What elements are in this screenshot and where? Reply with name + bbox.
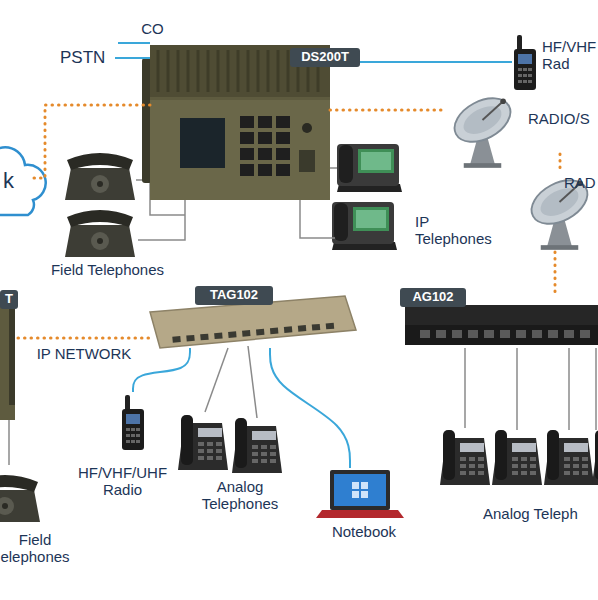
device-label: T — [0, 290, 18, 309]
analog-telephone-icon — [544, 430, 594, 485]
laptop-art — [316, 470, 404, 518]
analog-telephone-icon — [178, 415, 228, 470]
connector-line — [133, 348, 190, 392]
connector-line — [464, 348, 466, 428]
field-telephone-icon — [0, 475, 40, 522]
ip-telephone-icon — [332, 202, 397, 250]
caption-text: RAD — [564, 174, 598, 191]
connector-line — [8, 420, 10, 465]
switch-device: DS200T — [150, 45, 330, 200]
radio-device: HF/VHF/UHF Radio — [60, 392, 185, 514]
phone-group: Analog Telephones — [170, 412, 300, 517]
caption-text: Field Telephones — [40, 261, 175, 278]
gateway-device: TAG102 — [150, 290, 355, 348]
dish-icon — [447, 89, 518, 167]
satellite-dish: RAD — [520, 172, 598, 252]
phone-wire — [517, 348, 596, 430]
caption-text: HF/VHF Rad — [542, 38, 598, 73]
connector-line — [34, 105, 150, 178]
phone-group: Field Telephones — [40, 148, 175, 283]
ip-telephone-icon — [337, 144, 402, 192]
network-cloud: k — [0, 150, 34, 215]
radio-icon — [514, 35, 536, 90]
phone-group: Analog Teleph — [438, 428, 598, 533]
ds200t-device-art — [142, 45, 330, 200]
analog-telephone-icon — [492, 430, 542, 485]
radio-device: HF/VHF Rad — [512, 32, 598, 94]
switch-device: T — [0, 290, 18, 420]
network-label: PSTN — [60, 48, 115, 70]
connector-line — [175, 200, 185, 240]
device-label: TAG102 — [195, 286, 273, 305]
connector-label: IP NETWORK — [37, 345, 132, 362]
left-device-art — [0, 298, 15, 420]
phone-group: IP Telephones — [335, 138, 510, 253]
connector-line — [559, 154, 562, 172]
device-label: AG102 — [400, 288, 466, 307]
connector-line — [554, 252, 557, 292]
ag102-device-art — [405, 305, 598, 345]
analog-telephone-icon — [440, 430, 490, 485]
wire-group — [118, 43, 596, 430]
caption-text: IP Telephones — [415, 213, 500, 248]
phone-group: Field elephones — [0, 465, 70, 570]
field-telephone-icon — [65, 210, 135, 257]
radio-icon — [122, 395, 144, 450]
caption-text: Analog Telephones — [185, 478, 295, 513]
caption-text: HF/VHF/UHF Radio — [60, 464, 185, 499]
trunk-line — [118, 42, 150, 44]
connector-line — [270, 348, 350, 468]
caption-text: k — [3, 168, 31, 193]
caption-text: Field elephones — [0, 531, 70, 566]
analog-telephone-icon — [232, 418, 282, 473]
caption-text: RADIO/S — [528, 110, 598, 127]
caption-text: Notebook — [318, 523, 410, 540]
caption-text: Analog Teleph — [483, 505, 598, 522]
connector-line — [300, 200, 335, 238]
connector-line — [205, 348, 228, 412]
phone-wire — [248, 346, 257, 418]
satellite-dish: RADIO/S — [445, 92, 598, 154]
connector-line — [115, 57, 150, 59]
field-telephone-icon — [65, 153, 135, 200]
device-label: DS200T — [290, 48, 360, 67]
gateway-device: AG102 — [405, 292, 598, 348]
notebook-computer: Notebook — [318, 468, 410, 546]
connector-label: CO — [141, 20, 164, 37]
connector-line — [18, 337, 150, 340]
analog-telephone-icon — [592, 430, 598, 485]
connector-line — [330, 109, 445, 112]
caption-text: PSTN — [60, 48, 115, 68]
network-cloud-outline — [0, 147, 46, 215]
